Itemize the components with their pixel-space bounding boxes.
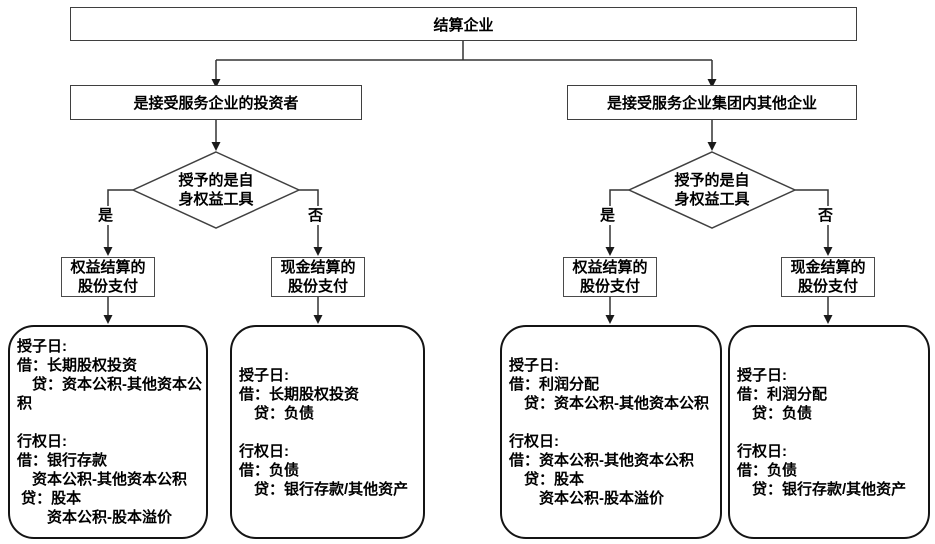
yes-label-left: 是 xyxy=(96,206,116,225)
root-node-label: 结算企业 xyxy=(433,16,494,34)
cash-settled-node-right: 现金结算的 股份支付 xyxy=(781,257,875,297)
cash-settled-node-left: 现金结算的 股份支付 xyxy=(271,257,365,297)
no-label-left: 否 xyxy=(306,206,326,225)
arrowhead-icon xyxy=(823,315,833,324)
equity-settled-node-left-label: 权益结算的 股份支付 xyxy=(70,259,146,295)
decision-text-left: 授予的是自 身权益工具 xyxy=(146,170,286,210)
connector-lines xyxy=(107,41,829,316)
arrowhead-icon xyxy=(605,315,615,324)
cash-settled-node-right-label: 现金结算的 股份支付 xyxy=(790,259,866,295)
cash-settled-node-left-label: 现金结算的 股份支付 xyxy=(280,259,356,295)
arrowhead-icon xyxy=(605,247,615,256)
arrowhead-icon xyxy=(707,79,717,88)
arrowhead-icon xyxy=(211,79,221,88)
branch-node-group-other-enterprise: 是接受服务企业集团内其他企业 xyxy=(567,85,857,120)
decision-diamonds xyxy=(131,151,797,229)
decision-text-right: 授予的是自 身权益工具 xyxy=(642,170,782,210)
branch-node-investor-label: 是接受服务企业的投资者 xyxy=(133,95,299,112)
branch-node-group-label: 是接受服务企业集团内其他企业 xyxy=(606,95,817,112)
decision-text-right-lines: 授予的是自 身权益工具 xyxy=(674,172,750,208)
journal-entries-equity-right: 授子日: 借：利润分配 贷：资本公积-其他资本公积 行权日: 借：资本公积-其他… xyxy=(509,357,709,507)
yes-label-right: 是 xyxy=(598,206,618,225)
arrowhead-icon xyxy=(823,247,833,256)
arrowhead-icons xyxy=(103,79,833,324)
equity-settled-node-right-label: 权益结算的 股份支付 xyxy=(572,259,648,295)
decision-diamond-left xyxy=(131,151,301,229)
root-node-settlement-enterprise: 结算企业 xyxy=(70,7,857,41)
arrowhead-icon xyxy=(313,247,323,256)
equity-settled-node-left: 权益结算的 股份支付 xyxy=(61,257,155,297)
equity-settled-node-right: 权益结算的 股份支付 xyxy=(563,257,657,297)
arrowhead-icon xyxy=(313,315,323,324)
arrowhead-icon xyxy=(707,142,717,151)
journal-entries-box-cash-right: 授子日: 借：利润分配 贷：负债 行权日: 借：负债 贷：银行存款/其他资产 xyxy=(728,325,930,539)
arrowhead-icon xyxy=(211,142,221,151)
journal-entries-box-equity-right: 授子日: 借：利润分配 贷：资本公积-其他资本公积 行权日: 借：资本公积-其他… xyxy=(500,325,722,539)
journal-entries-box-cash-left: 授子日: 借：长期股权投资 贷：负债 行权日: 借：负债 贷：银行存款/其他资产 xyxy=(230,325,425,539)
arrowhead-icon xyxy=(103,247,113,256)
journal-entries-box-equity-left: 授子日: 借：长期股权投资 贷：资本公积-其他资本公 积 行权日: 借：银行存款… xyxy=(8,325,208,539)
decision-text-left-lines: 授予的是自 身权益工具 xyxy=(178,172,254,208)
no-label-right: 否 xyxy=(816,206,836,225)
arrowhead-icon xyxy=(103,315,113,324)
journal-entries-cash-left: 授子日: 借：长期股权投资 贷：负债 行权日: 借：负债 贷：银行存款/其他资产 xyxy=(239,366,409,498)
journal-entries-equity-left: 授子日: 借：长期股权投资 贷：资本公积-其他资本公 积 行权日: 借：银行存款… xyxy=(17,338,202,526)
journal-entries-cash-right: 授子日: 借：利润分配 贷：负债 行权日: 借：负债 贷：银行存款/其他资产 xyxy=(737,366,907,498)
branch-node-investor: 是接受服务企业的投资者 xyxy=(70,85,362,120)
decision-diamond-right xyxy=(627,151,797,229)
